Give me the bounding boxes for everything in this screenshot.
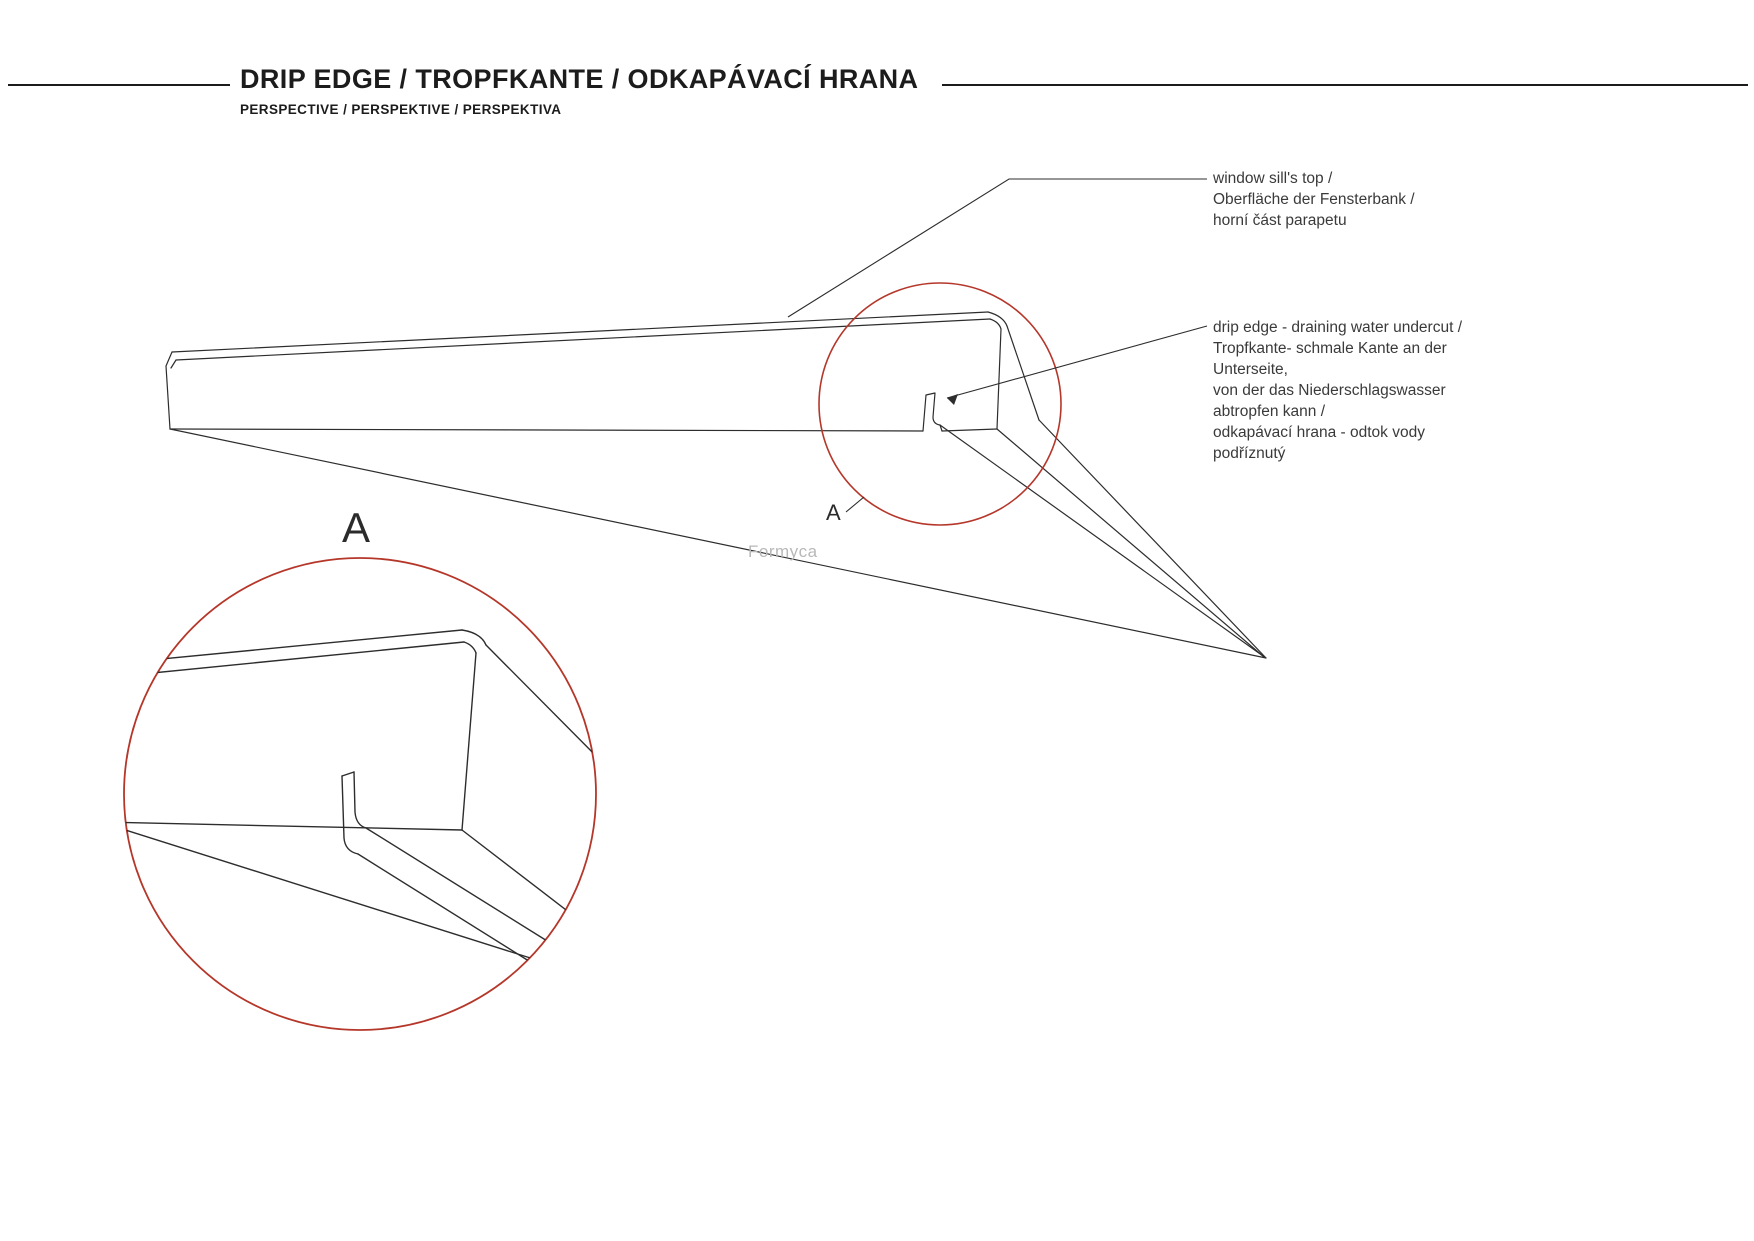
callout-drip-edge-line: podříznutý <box>1213 445 1286 462</box>
detail-drip-hook-inner <box>353 771 367 829</box>
callout-leaders <box>787 178 1208 513</box>
page-title: DRIP EDGE / TROPFKANTE / ODKAPÁVACÍ HRAN… <box>240 64 919 94</box>
sill-right-end-top-edge <box>1006 325 1040 421</box>
callout-drip-edge: drip edge - draining water undercut / Tr… <box>1213 317 1462 464</box>
drip-edge-notch <box>922 392 943 432</box>
sill-top-front-edge <box>175 318 991 361</box>
marker-a-leader-line <box>845 496 865 513</box>
page-subtitle: PERSPECTIVE / PERSPEKTIVE / PERSPEKTIVA <box>240 102 562 117</box>
drip-edge-leader-line <box>946 325 1208 399</box>
callout-drip-edge-line: drip edge - draining water undercut / <box>1213 319 1463 336</box>
detail-highlight-circle <box>818 282 1062 526</box>
sill-right-taper-bottom <box>996 428 1265 658</box>
callout-sill-top-line: window sill's top / <box>1213 170 1333 187</box>
callout-drip-edge-line: Unterseite, <box>1213 361 1288 378</box>
detail-right-end-top-edge <box>485 644 596 765</box>
detail-top-front-edge <box>124 641 465 678</box>
callout-drip-edge-line: abtropfen kann / <box>1213 403 1326 420</box>
sill-front-right-corner <box>989 318 1002 330</box>
detail-top-back-edge <box>124 629 463 665</box>
detail-drip-hook-front <box>341 775 359 855</box>
callout-drip-edge-line: von der das Niederschlagswasser <box>1213 382 1446 399</box>
sill-underside-long-edge <box>169 428 1267 659</box>
sill-front-bottom-edge <box>169 428 924 432</box>
drip-ridge-line <box>939 424 1264 657</box>
callout-drip-edge-line: odkapávací hrana - odtok vody <box>1213 424 1425 441</box>
callout-sill-top: window sill's top / Oberfläche der Fenst… <box>1213 168 1415 231</box>
sill-right-taper-top <box>1038 419 1267 659</box>
detail-view-circle <box>123 557 597 1031</box>
detail-underside-long-edge <box>124 821 596 981</box>
detail-title-a: A <box>342 504 371 551</box>
sill-top-back-edge <box>171 311 989 353</box>
detail-top-right-corner <box>461 629 487 646</box>
sill-perspective-drawing <box>165 311 1267 659</box>
sill-left-end-edge <box>165 351 173 430</box>
title-block: DRIP EDGE / TROPFKANTE / ODKAPÁVACÍ HRAN… <box>240 64 918 117</box>
detail-drip-ridge-outer <box>357 853 541 969</box>
callout-sill-top-line: Oberfläche der Fensterbank / <box>1213 191 1415 208</box>
sill-top-right-corner <box>987 311 1008 327</box>
sill-right-front-corner-edge <box>996 328 1002 430</box>
detail-front-right-corner <box>463 641 477 654</box>
detail-drip-ridge-inner <box>365 827 553 945</box>
detail-front-bottom-edge <box>124 821 463 831</box>
detail-marker-a: A <box>826 500 841 525</box>
detail-view-drawing <box>124 629 596 981</box>
detail-right-corner-vertical <box>461 652 477 831</box>
detail-drip-hook-top <box>341 771 355 777</box>
callout-sill-top-line: horní část parapetu <box>1213 212 1347 229</box>
watermark: Formyca <box>748 542 818 561</box>
drip-edge-leader-arrowhead <box>947 394 958 405</box>
callout-drip-edge-line: Tropfkante- schmale Kante an der <box>1213 340 1447 357</box>
sill-front-bottom-edge-right <box>941 428 998 432</box>
sill-left-end-inner-edge <box>170 359 177 369</box>
sill-top-leader-line <box>787 178 1207 318</box>
